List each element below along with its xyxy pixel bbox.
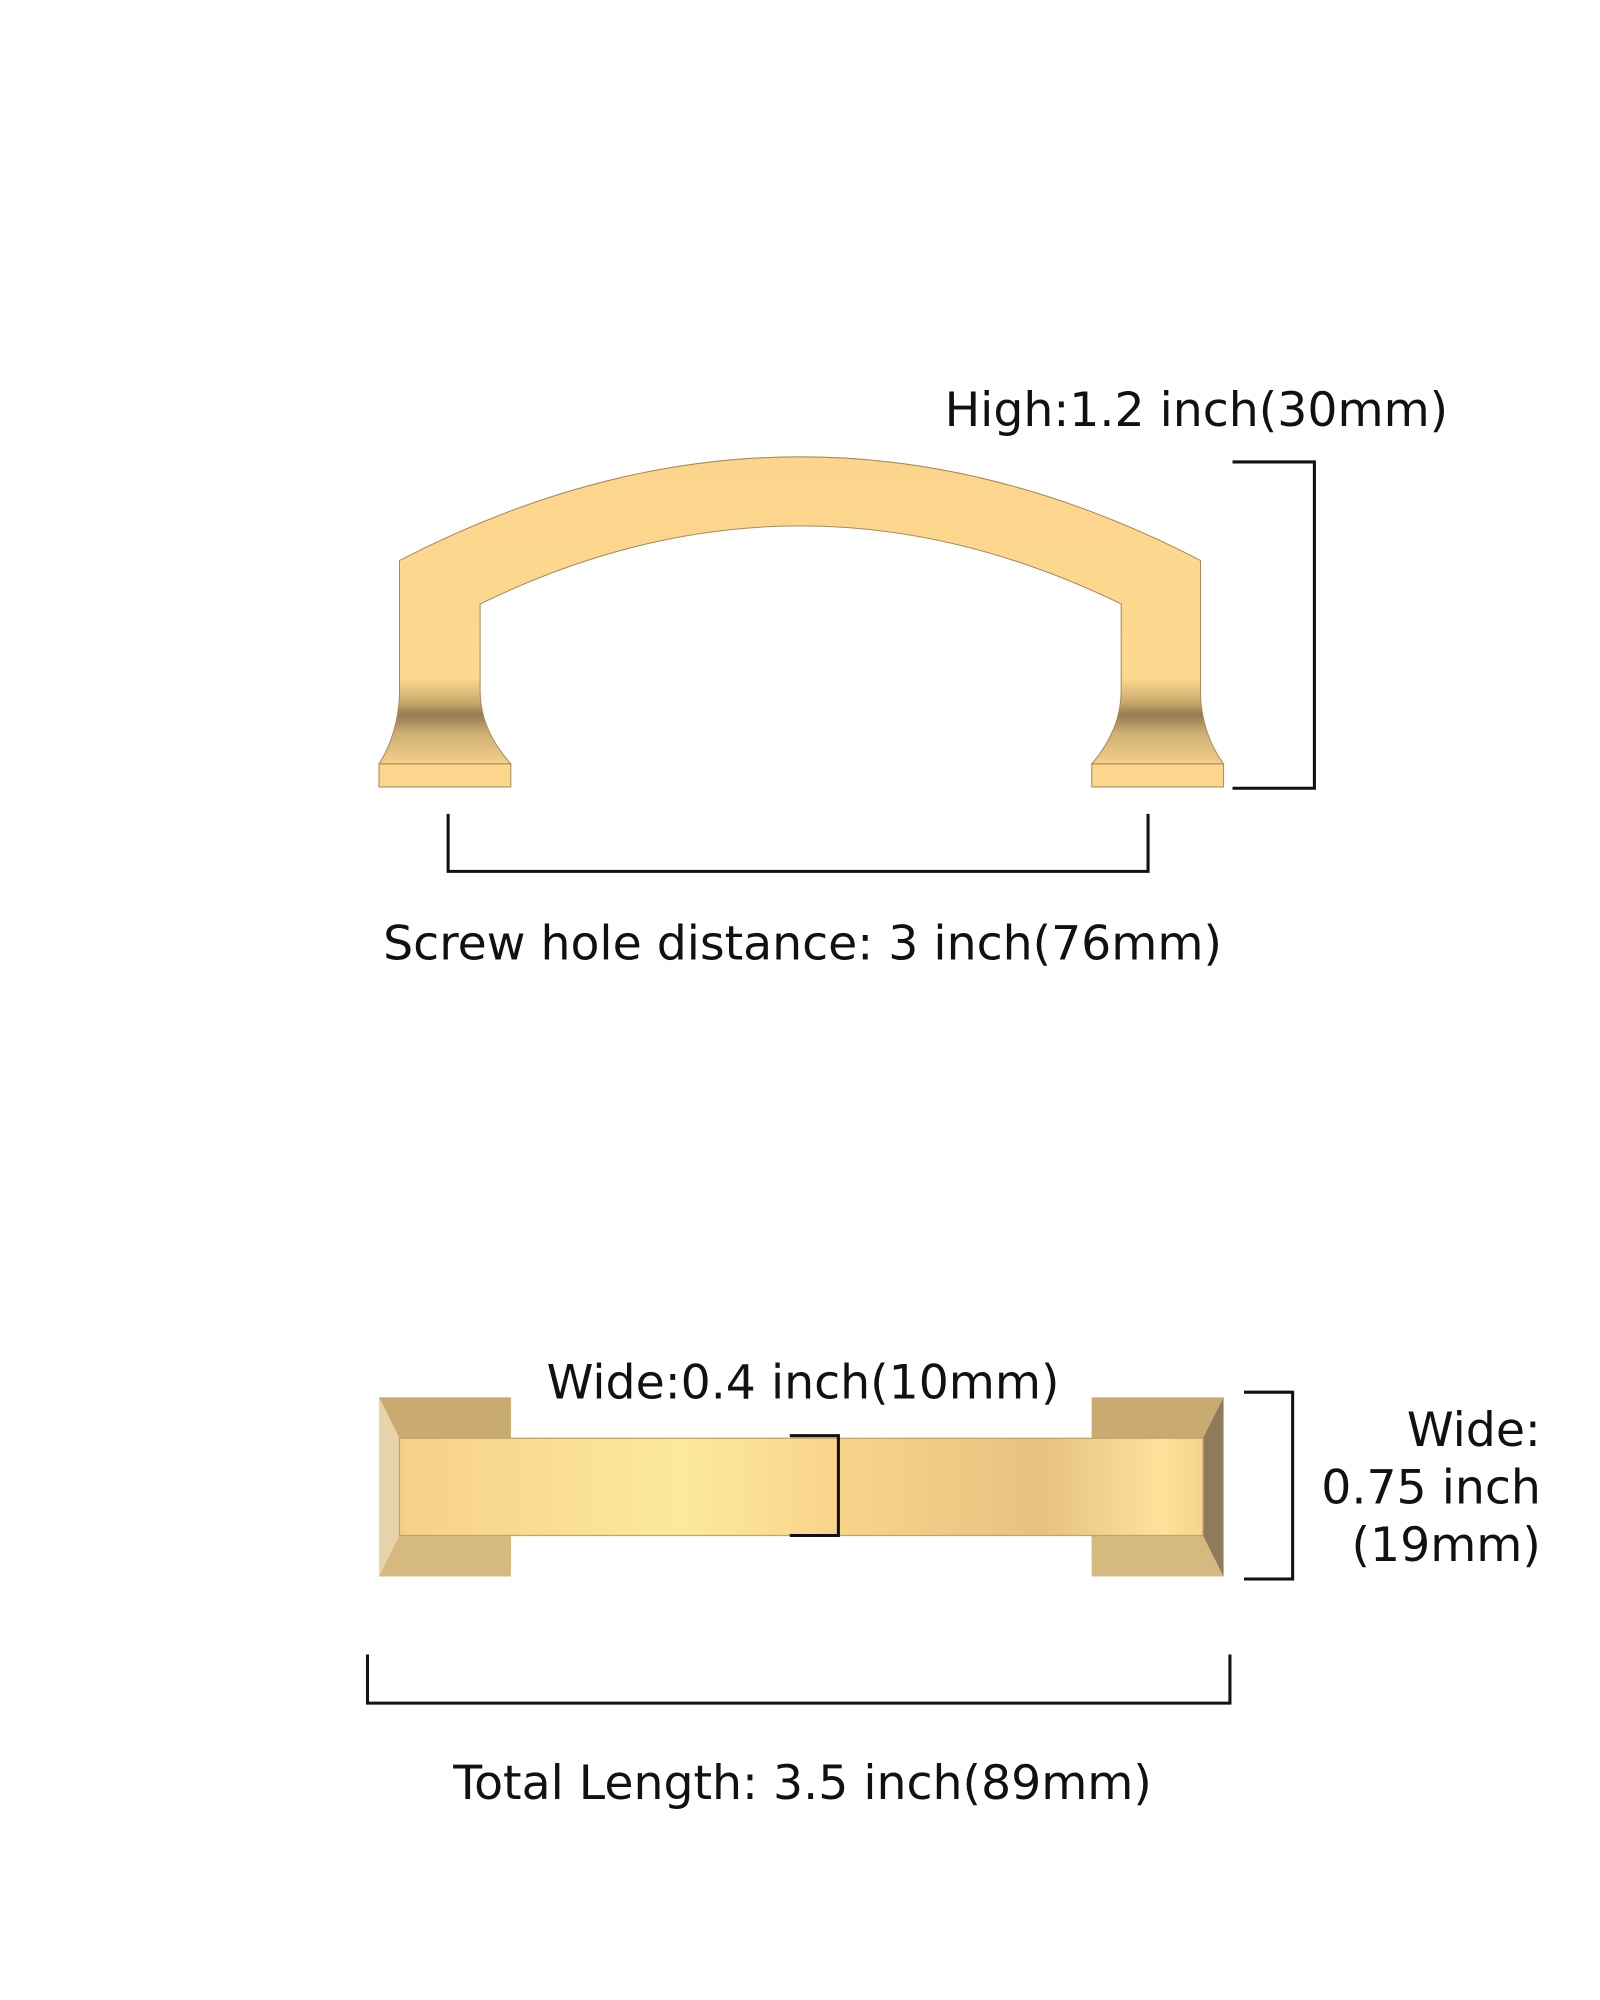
total-length-label: Total Length: 3.5 inch(89mm): [452, 1756, 1152, 1811]
handle-side-view: [378, 456, 1225, 788]
height-label: High:1.2 inch(30mm): [945, 383, 1449, 438]
height-bracket: [1232, 460, 1316, 790]
bar-width-label: Wide:0.4 inch(10mm): [547, 1356, 1060, 1411]
handle-bar: [398, 1437, 1204, 1537]
right-foot: [1091, 763, 1225, 788]
base-width-label-line3: (19mm): [1352, 1518, 1541, 1573]
bar-width-bracket: [789, 1434, 840, 1538]
screw-hole-bracket: [446, 813, 1150, 873]
handle-top-view: [379, 1397, 1224, 1577]
base-width-label-line1: Wide:: [1407, 1403, 1541, 1458]
handle-arch: [378, 456, 1225, 765]
total-length-bracket: [365, 1654, 1232, 1705]
screw-hole-label: Screw hole distance: 3 inch(76mm): [383, 917, 1222, 972]
base-width-bracket: [1244, 1390, 1295, 1581]
left-foot: [378, 763, 512, 788]
base-width-label-line2: 0.75 inch: [1321, 1461, 1541, 1516]
